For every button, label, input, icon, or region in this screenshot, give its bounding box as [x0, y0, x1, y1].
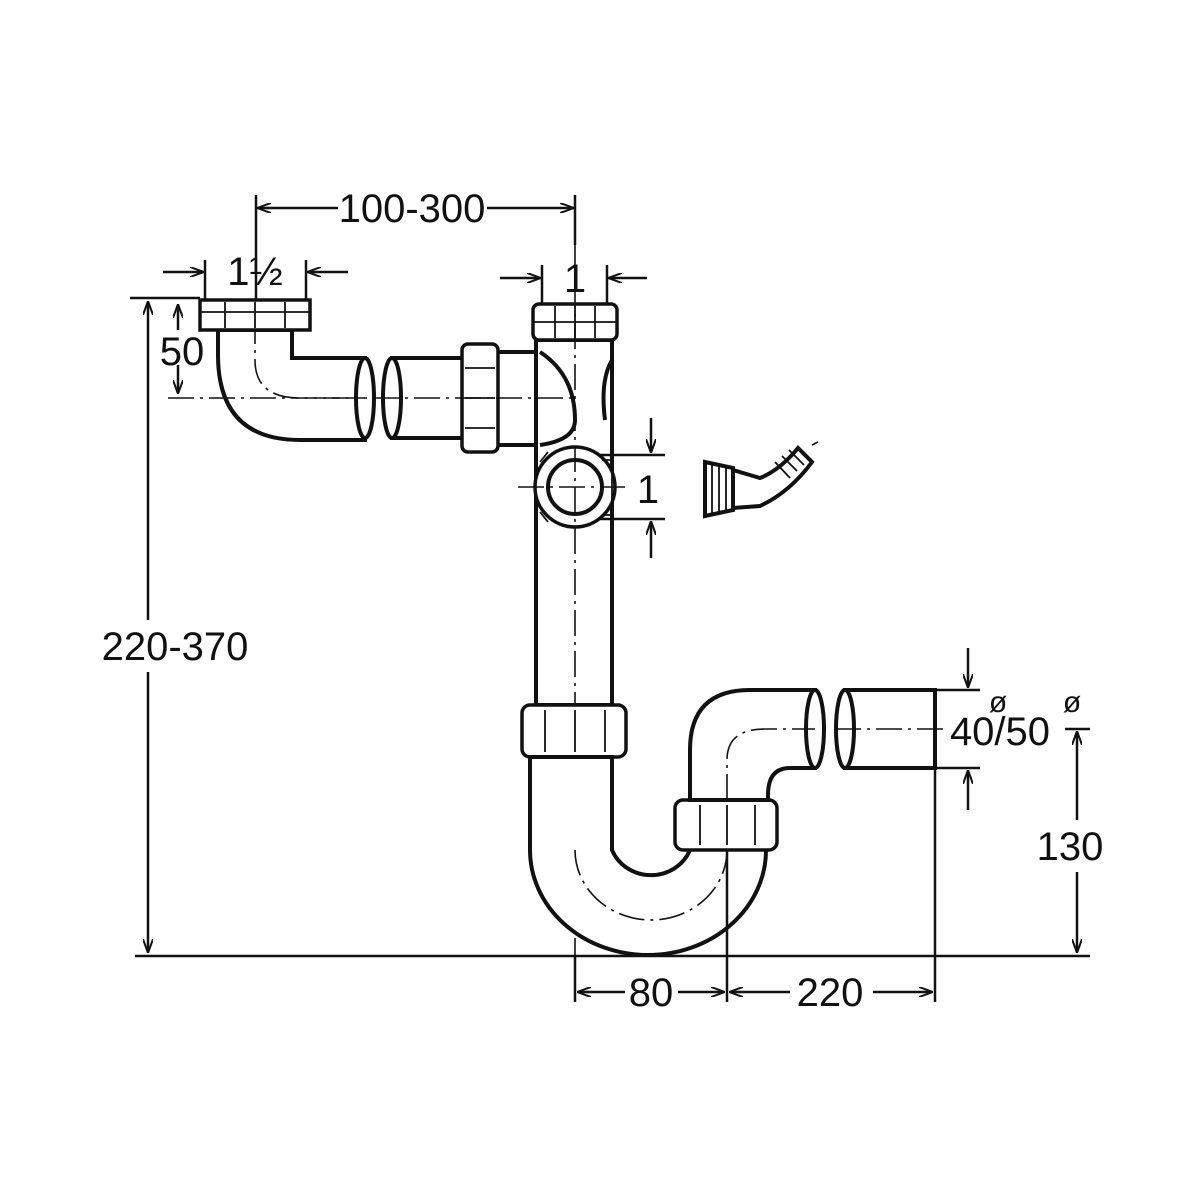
- dimension-outlet-height-label: 130: [1037, 825, 1104, 869]
- trap-upper-nut: [520, 703, 628, 759]
- dimension-inlet-distance-label: 100-300: [339, 187, 486, 231]
- dimension-outlet-height: 130: [1037, 727, 1104, 952]
- hose-nozzle-accessory: [703, 441, 819, 519]
- diameter-symbol-2: ø: [1063, 686, 1081, 719]
- left-inlet-nut: [198, 298, 312, 332]
- dimension-inlet-height-label: 50: [160, 330, 205, 374]
- dimension-outlet-length-label: 220: [797, 971, 864, 1015]
- dimension-top-thread: 1: [500, 257, 647, 304]
- dimension-side-connection: 1: [600, 418, 665, 558]
- dimension-outlet-diameter: 40/50 ø ø: [935, 648, 1081, 810]
- dimension-left-thread: 1½: [163, 250, 348, 300]
- dimension-top-thread-label: 1: [564, 257, 586, 301]
- top-inlet-nut: [531, 302, 619, 342]
- dimension-side-connection-label: 1: [637, 468, 659, 512]
- dimension-left-thread-label: 1½: [227, 250, 283, 294]
- diameter-symbol-1: ø: [989, 686, 1007, 719]
- dimension-total-height-label: 220-370: [102, 625, 249, 669]
- dimension-total-height: 220-370: [102, 302, 249, 952]
- left-inlet-elbow: [216, 318, 376, 442]
- dimension-outlet-diameter-label: 40/50: [950, 710, 1050, 754]
- u-trap-bend: [528, 730, 768, 957]
- dimension-outlet-length: 220: [730, 768, 937, 1015]
- dimension-inlet-height: 50: [130, 296, 205, 393]
- trap-lower-nut: [673, 798, 779, 852]
- dimension-trap-width: 80: [573, 850, 729, 1015]
- trap-outlet-elbow: [688, 688, 826, 802]
- dimension-inlet-distance: 100-300: [254, 187, 577, 300]
- outlet-pipe: [834, 688, 945, 770]
- dimension-trap-width-label: 80: [629, 971, 674, 1015]
